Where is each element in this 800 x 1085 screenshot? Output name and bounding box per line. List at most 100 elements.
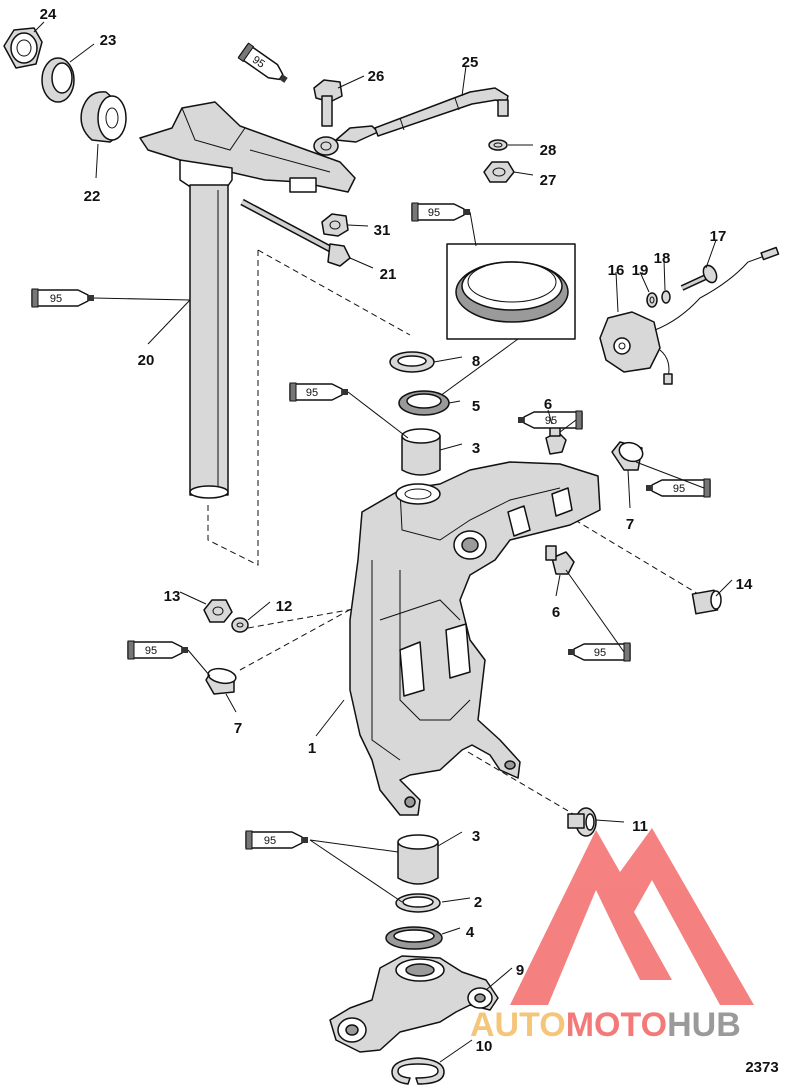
callout-9: 9 [516,962,524,979]
sealant-leader [469,211,477,247]
sealant-tubes: 95 95 95 95 95 95 95 95 95 [31,42,711,903]
callout-18: 18 [654,250,671,267]
part-8-washer [389,351,435,373]
sealant-leader [187,649,211,677]
part-27-nut [483,161,515,183]
callout-14: 14 [736,576,753,593]
sealant-tube: 95 [518,410,583,430]
callout-17: 17 [710,228,727,245]
callout-22: 22 [84,188,101,205]
callout-2: 2 [474,894,482,911]
part-17-screw [680,264,718,291]
sealant-tube: 95 [127,640,188,660]
sealant-tube: 95 [31,288,94,308]
watermark-logo [510,828,754,1005]
part-5-seal [398,390,450,416]
part-13-nut [203,599,233,623]
part-24-nut [3,27,43,69]
callout-25: 25 [462,54,479,71]
callout-3a: 3 [472,440,480,457]
callout-20: 20 [138,352,155,369]
callout-6b: 6 [552,604,560,621]
sealant-tube-label: 95 [264,835,276,847]
sealant-leader [347,391,409,439]
callout-23: 23 [100,32,117,49]
watermark-text: AUTOMOTOHUB [470,1006,741,1044]
sealant-tube: 95 [245,830,308,850]
callout-4: 4 [466,924,475,941]
part-28-washer [488,139,508,151]
part-2-washer [395,893,441,913]
callout-26: 26 [368,68,385,85]
part-14-bolt [691,589,722,615]
sealant-tube-label: 95 [50,293,62,305]
sealant-leader [93,297,191,301]
callout-28: 28 [540,142,557,159]
callout-6a: 6 [544,396,552,413]
sealant-tube-label: 95 [594,647,606,659]
sealant-tube-label: 95 [428,207,440,219]
callout-31: 31 [374,222,391,239]
part-19-washer [646,292,658,308]
callout-3b: 3 [472,828,480,845]
sealant-leader [559,419,577,433]
callout-21: 21 [380,266,397,283]
sealant-tube: 95 [237,42,288,83]
watermark-part-moto: MOTO [566,1006,667,1044]
callout-7b: 7 [234,720,242,737]
callout-8: 8 [472,353,480,370]
part-25-link-rod [313,87,509,156]
part-21-bolt [240,198,351,267]
part-9-yoke [329,955,499,1053]
watermark-part-hub: HUB [667,1006,741,1044]
sealant-tube-label: 95 [250,54,267,71]
callout-7a: 7 [626,516,634,533]
callout-10: 10 [476,1038,493,1055]
part-31-nut [321,213,349,237]
callout-1: 1 [308,740,316,757]
part-26-bolt [313,79,343,127]
part-7-left-bushing [205,667,237,695]
callout-24: 24 [40,6,57,23]
sealant-leader [309,839,403,903]
part-10-snap-ring [391,1057,445,1085]
part-4-seal [385,926,443,950]
sealant-tube-label: 95 [145,645,157,657]
part-7-right-bushing [611,441,644,471]
drawing-number: 2373 [745,1059,778,1076]
sealant-tube-label: 95 [673,483,685,495]
sealant-leader [309,839,399,853]
callout-12: 12 [276,598,293,615]
callout-13: 13 [164,588,181,605]
watermark: AUTOMOTOHUB [470,828,754,1044]
callout-27: 27 [540,172,557,189]
part-6-lower-fitting [545,545,575,575]
sealant-tube-label: 95 [306,387,318,399]
part-23-washer [41,57,75,103]
part-12-washer [231,617,249,633]
callout-16: 16 [608,262,625,279]
part-1-swivel-bracket [349,461,601,816]
sealant-tube: 95 [568,642,631,662]
part-22-bushing [80,91,127,143]
callout-11: 11 [632,818,648,835]
leader-lines [33,21,733,1063]
part-3-lower-bushing [397,834,439,885]
sealant-leader [565,569,625,653]
watermark-part-auto: AUTO [470,1006,566,1044]
sealant-tube: 95 [646,478,711,498]
sealant-leader [635,461,705,489]
callout-5: 5 [472,398,480,415]
part-18-washer [661,290,671,304]
part-20-steering-arm [139,101,356,499]
part-11-screw [567,807,597,837]
sealant-tube: 95 [411,202,470,222]
part-3-upper-bushing [401,428,441,476]
callout-19: 19 [632,262,649,279]
sealant-tube: 95 [289,382,348,402]
seal-inset [439,243,576,397]
part-16-trim-sensor [599,246,780,385]
